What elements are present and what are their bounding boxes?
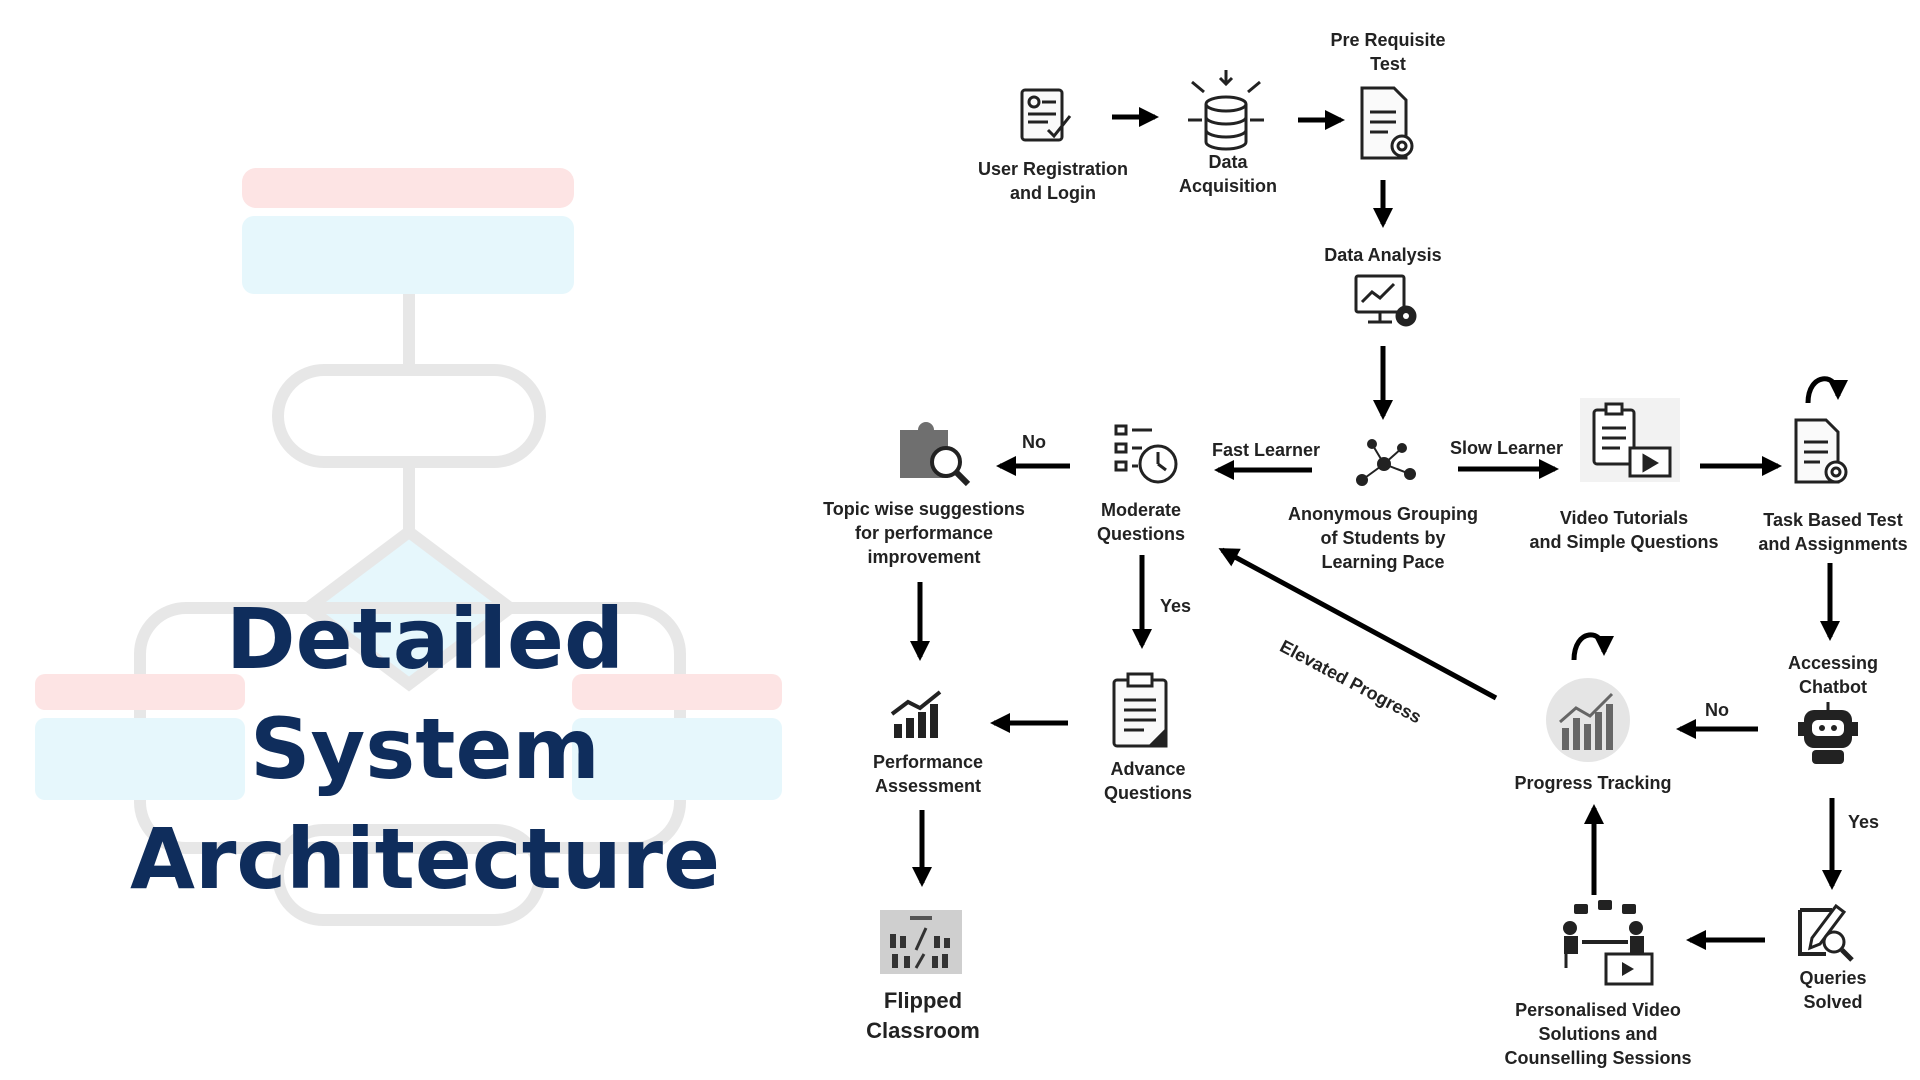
node-advance-questions: Advance Questions <box>1093 757 1203 805</box>
label-line: Counselling Sessions <box>1504 1048 1692 1068</box>
label-line: Data <box>1208 152 1248 172</box>
node-data-acquisition: Data Acquisition <box>1168 150 1288 198</box>
label-line: Classroom <box>866 1018 980 1043</box>
edge-label-no-topic: No <box>1022 432 1046 452</box>
label-line: improvement <box>867 547 981 567</box>
label-line: and Login <box>1010 183 1096 203</box>
network-grouping-icon <box>1356 439 1416 486</box>
label-line: Queries <box>1799 968 1867 988</box>
chatbot-icon <box>1798 702 1858 764</box>
test-document-icon <box>1360 86 1414 160</box>
label-line: Solutions and <box>1538 1024 1658 1044</box>
analysis-monitor-icon <box>1354 274 1417 327</box>
label-line: Flipped <box>883 988 963 1013</box>
label-line: Questions <box>1096 524 1185 544</box>
database-icon <box>1188 70 1264 151</box>
decor-left-box-pink <box>35 674 245 710</box>
task-test-icon <box>1794 418 1848 484</box>
label-line: Anonymous Grouping <box>1288 504 1478 524</box>
checklist-clock-icon <box>1114 424 1178 484</box>
node-topic-wise-suggestions: Topic wise suggestions for performance i… <box>814 497 1034 569</box>
page-title-line-1: Detailed <box>225 590 625 688</box>
node-user-registration: User Registration and Login <box>953 157 1153 205</box>
clipboard-video-icon <box>1580 398 1680 482</box>
edge-label-yes-queries: Yes <box>1848 812 1880 832</box>
label-line: and Assignments <box>1758 534 1908 554</box>
edge-label-slow-learner: Slow Learner <box>1450 438 1564 458</box>
node-moderate-questions: Moderate Questions <box>1086 498 1196 546</box>
page-title-line-2: System <box>250 700 600 798</box>
decor-pill-bottom <box>272 824 546 926</box>
pencil-search-icon <box>1798 903 1854 962</box>
label-line: Pre Requisite <box>1330 30 1446 50</box>
edge-label-yes-advance: Yes <box>1160 596 1192 616</box>
arrow-progress-to-moderate <box>1218 547 1498 701</box>
decor-left-box-blue <box>35 718 245 800</box>
label-line: Video Tutorials <box>1559 508 1689 528</box>
node-personalised-video: Personalised Video Solutions and Counsel… <box>1498 998 1698 1070</box>
classroom-image-icon <box>880 910 962 974</box>
performance-chart-icon <box>890 690 942 738</box>
label-line: Advance <box>1110 759 1186 779</box>
progress-chart-icon <box>1546 678 1630 762</box>
label-line: Topic wise suggestions <box>823 499 1025 519</box>
counselling-icon <box>1563 900 1654 986</box>
registration-form-icon <box>1020 88 1072 142</box>
label-line: Data Analysis <box>1324 245 1442 265</box>
label-line: Chatbot <box>1799 677 1867 697</box>
label-line: Solved <box>1803 992 1863 1012</box>
puzzle-search-icon <box>900 422 971 487</box>
decorative-flowchart <box>35 168 782 926</box>
node-performance-assessment: Performance Assessment <box>863 750 993 798</box>
page-title-line-3: Architecture <box>129 810 721 908</box>
decor-top-box-pink <box>242 168 574 208</box>
label-line: Questions <box>1103 783 1192 803</box>
node-accessing-chatbot: Accessing Chatbot <box>1773 651 1893 699</box>
clipboard-icon <box>1112 672 1168 748</box>
label-line: Test <box>1370 54 1406 74</box>
label-line: of Students by <box>1320 528 1446 548</box>
label-line: Acquisition <box>1179 176 1277 196</box>
edge-label-no-progress: No <box>1705 700 1729 720</box>
label-line: User Registration <box>977 159 1129 179</box>
node-flipped-classroom: Flipped Classroom <box>853 986 993 1046</box>
loop-arrow-task-icon <box>1805 376 1848 404</box>
loop-arrow-progress-icon <box>1571 632 1614 661</box>
label-line: Task Based Test <box>1763 510 1903 530</box>
decor-top-box-blue <box>242 216 574 294</box>
label-line: Personalised Video <box>1515 1000 1681 1020</box>
node-pre-requisite-test: Pre Requisite Test <box>1318 28 1458 76</box>
label-line: Performance <box>872 752 984 772</box>
label-line: Progress Tracking <box>1514 773 1672 793</box>
arrows <box>910 107 1842 950</box>
decor-pill-top <box>272 364 546 468</box>
node-queries-solved: Queries Solved <box>1778 966 1888 1014</box>
label-line: and Simple Questions <box>1529 532 1719 552</box>
label-line: Assessment <box>874 776 982 796</box>
node-progress-tracking: Progress Tracking <box>1503 771 1683 795</box>
label-line: Learning Pace <box>1321 552 1445 572</box>
label-line: Moderate <box>1100 500 1181 520</box>
label-line: Accessing <box>1787 653 1879 673</box>
decor-right-box-pink <box>572 674 782 710</box>
node-task-based-test: Task Based Test and Assignments <box>1753 508 1913 556</box>
label-line: for performance <box>854 523 994 543</box>
node-anonymous-grouping: Anonymous Grouping of Students by Learni… <box>1283 502 1483 574</box>
decor-right-box-blue <box>572 718 782 800</box>
edge-label-fast-learner: Fast Learner <box>1212 440 1321 460</box>
node-video-tutorials: Video Tutorials and Simple Questions <box>1524 506 1724 554</box>
node-data-analysis: Data Analysis <box>1313 243 1453 267</box>
